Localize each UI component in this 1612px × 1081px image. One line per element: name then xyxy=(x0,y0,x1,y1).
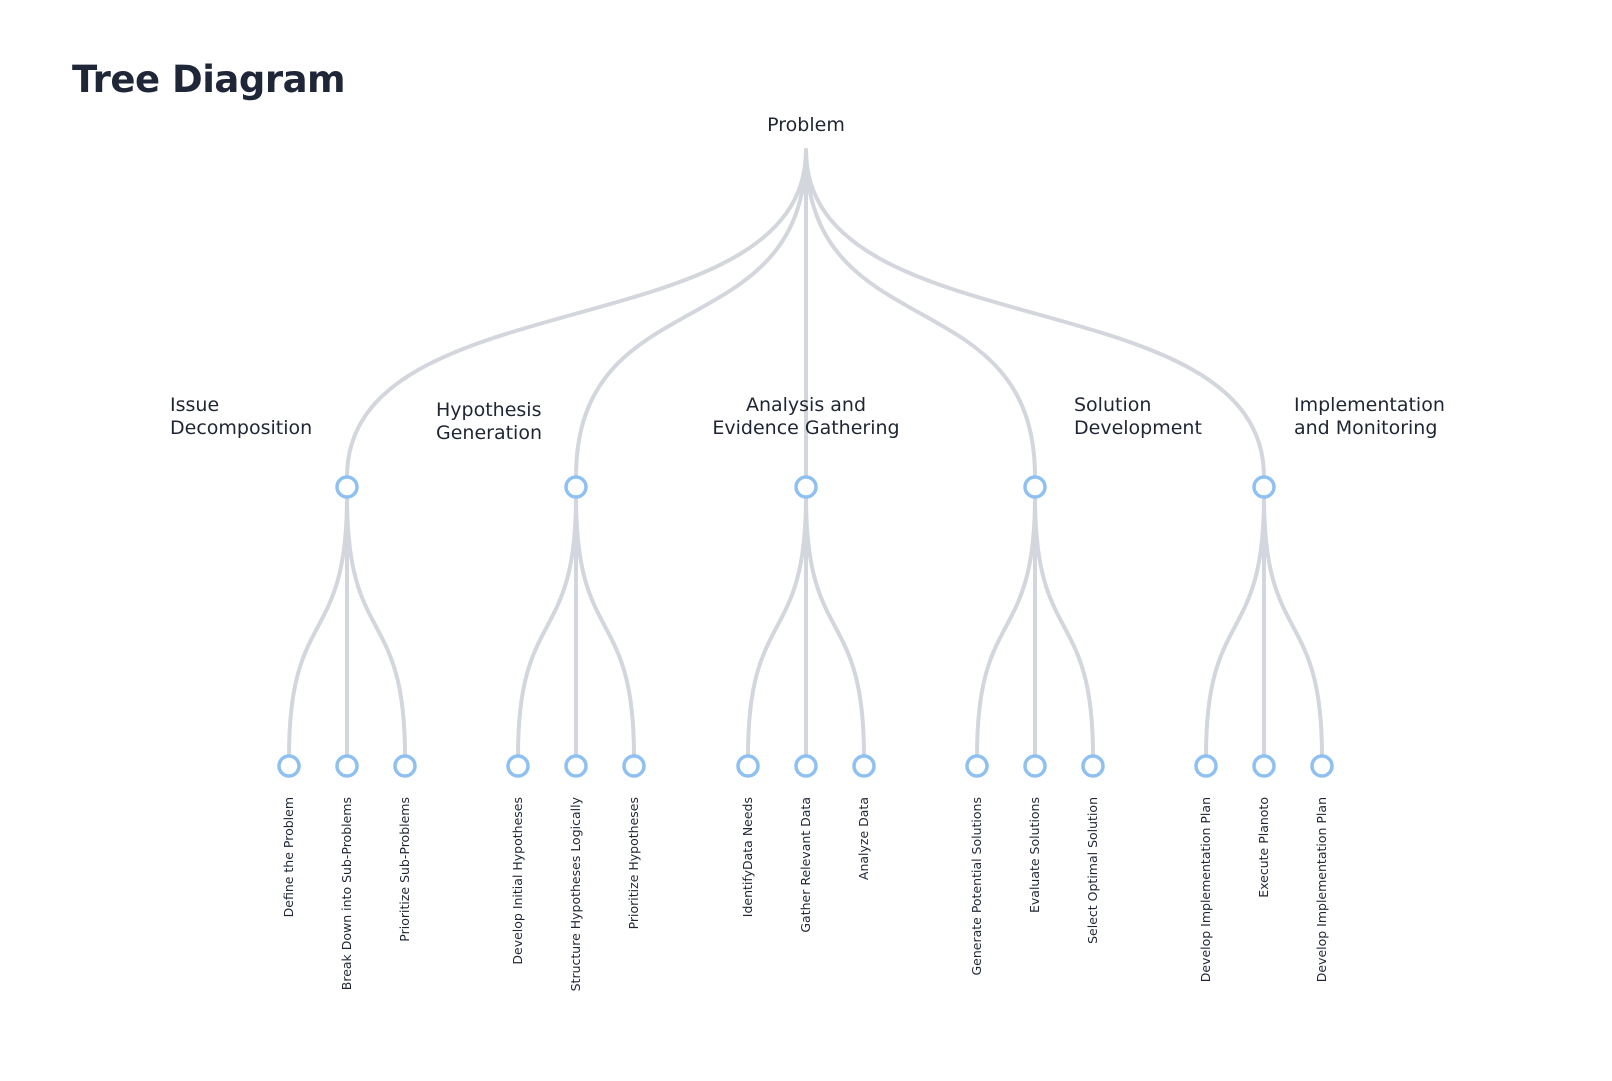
leaf-node xyxy=(852,754,876,778)
edge-root-category xyxy=(804,148,1266,479)
edge-root-category xyxy=(574,148,808,479)
edge-category-leaf xyxy=(1033,495,1095,758)
edge-category-leaf xyxy=(345,495,407,758)
leaf-node xyxy=(564,754,588,778)
leaf-node xyxy=(506,754,530,778)
leaf-label: Develop Implementation Plan xyxy=(1314,797,1329,982)
leaf-node xyxy=(622,754,646,778)
leaf-label: Break Down into Sub-Problems xyxy=(339,797,354,990)
edge-category-leaf xyxy=(804,495,866,758)
leaf-node xyxy=(1081,754,1105,778)
leaf-label: Evaluate Solutions xyxy=(1027,797,1042,913)
root-label: Problem xyxy=(767,114,845,136)
edge-category-leaf xyxy=(1204,495,1266,758)
edge-category-leaf xyxy=(516,495,578,758)
category-node xyxy=(564,475,588,499)
leaf-label: Develop Implementation Plan xyxy=(1198,797,1213,982)
leaf-label: IdentifyData Needs xyxy=(740,797,755,917)
leaf-node xyxy=(335,754,359,778)
edge-root-category xyxy=(345,148,808,479)
leaf-label: Analyze Data xyxy=(856,797,871,880)
leaf-node xyxy=(1023,754,1047,778)
edge-root-category xyxy=(804,148,1037,479)
leaf-node xyxy=(965,754,989,778)
leaf-label: Execute Planoto xyxy=(1256,797,1271,898)
leaf-node xyxy=(1310,754,1334,778)
leaf-label: Gather Relevant Data xyxy=(798,797,813,933)
edge-category-leaf xyxy=(975,495,1037,758)
leaf-node xyxy=(794,754,818,778)
leaf-label: Generate Potential Solutions xyxy=(969,797,984,976)
edge-category-leaf xyxy=(1262,495,1324,758)
leaf-label: Structure Hypotheses Logically xyxy=(568,796,583,991)
edge-category-leaf xyxy=(574,495,636,758)
edge-category-leaf xyxy=(746,495,808,758)
leaf-label: Select Optimal Solution xyxy=(1085,797,1100,944)
leaf-node xyxy=(736,754,760,778)
edges-layer xyxy=(287,148,1324,758)
leaf-node xyxy=(393,754,417,778)
leaf-node xyxy=(1194,754,1218,778)
category-node xyxy=(335,475,359,499)
nodes-layer xyxy=(277,475,1334,778)
page-title: Tree Diagram xyxy=(72,58,346,101)
category-node xyxy=(1023,475,1047,499)
edge-category-leaf xyxy=(287,495,349,758)
leaf-label: Develop Initial Hypotheses xyxy=(510,797,525,965)
leaf-label: Define the Problem xyxy=(281,797,296,917)
leaf-node xyxy=(1252,754,1276,778)
category-node xyxy=(1252,475,1276,499)
category-node xyxy=(794,475,818,499)
leaf-label: Prioritize Sub-Problems xyxy=(397,797,412,942)
leaf-node xyxy=(277,754,301,778)
leaf-label: Prioritize Hypotheses xyxy=(626,797,641,929)
